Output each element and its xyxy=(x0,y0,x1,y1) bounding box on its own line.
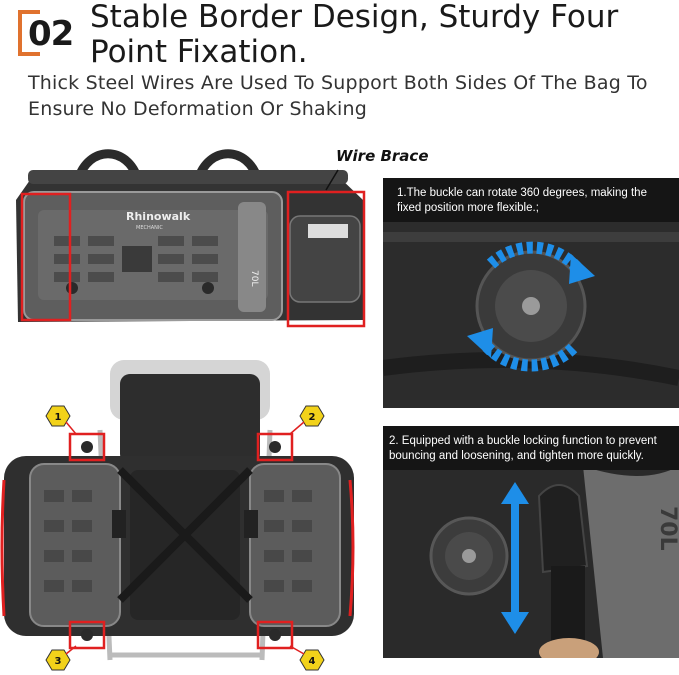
page-title: Stable Border Design, Sturdy Four Point … xyxy=(90,0,619,70)
rotating-buckle-caption: 1.The buckle can rotate 360 degrees, mak… xyxy=(383,178,679,222)
bag-capacity: 70L xyxy=(249,270,259,286)
marker-4-shape xyxy=(299,649,325,671)
bag-rack-illustration: 1 2 3 4 xyxy=(0,360,355,671)
marker-2-label: 2 xyxy=(309,412,316,423)
section-number: 02 xyxy=(28,14,74,54)
page-subtitle: Thick Steel Wires Are Used To Support Bo… xyxy=(28,72,648,120)
marker-3-shape xyxy=(45,649,71,671)
bag-sub-brand: MECHANIC xyxy=(136,225,163,231)
marker-2-shape xyxy=(299,405,325,427)
orange-bracket xyxy=(18,10,40,56)
marker-1-shape xyxy=(45,405,71,427)
locking-buckle-panel: 70L 2. Equipped with a buckle locking fu… xyxy=(383,426,679,658)
panel-capacity-text: 70L xyxy=(655,506,679,551)
bag-front-illustration: Rhinowalk MECHANIC 70L xyxy=(16,149,366,328)
marker-1-label: 1 xyxy=(55,412,62,423)
locking-buckle-caption: 2. Equipped with a buckle locking functi… xyxy=(383,426,679,470)
bag-brand: Rhinowalk xyxy=(126,210,191,223)
wire-brace-label: Wire Brace xyxy=(336,147,429,165)
rotating-buckle-panel: 1.The buckle can rotate 360 degrees, mak… xyxy=(383,178,679,408)
section-number-badge: 02 xyxy=(18,10,74,56)
marker-3-label: 3 xyxy=(55,656,62,667)
marker-4-label: 4 xyxy=(309,656,316,667)
